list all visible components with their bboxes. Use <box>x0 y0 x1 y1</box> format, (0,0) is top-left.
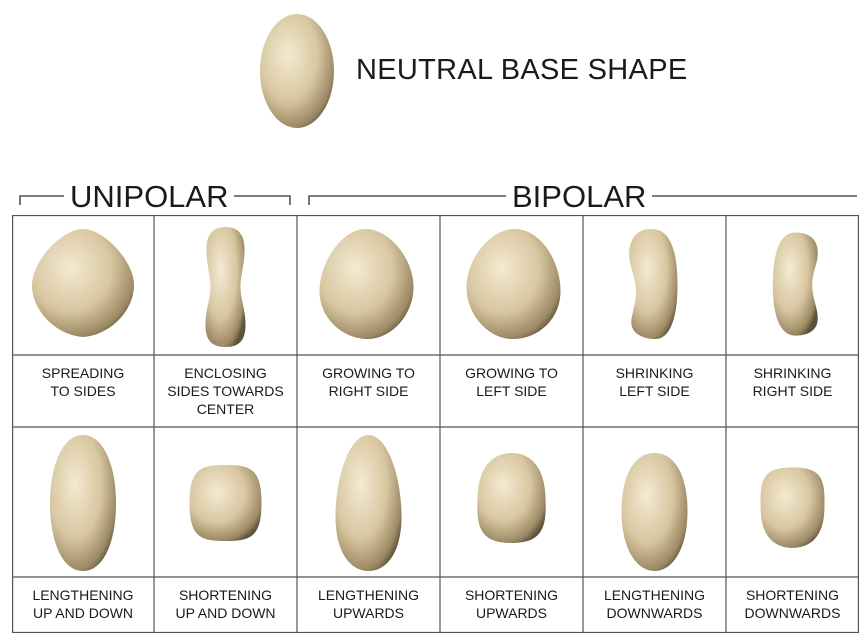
left-concave-blob-icon <box>583 215 726 355</box>
bipolar-heading: BIPOLAR <box>506 180 652 214</box>
caption-line: UP AND DOWN <box>12 604 154 622</box>
caption-line: RIGHT SIDE <box>726 382 859 400</box>
caption-line: SHORTENING <box>154 586 297 604</box>
diamond-blob-icon <box>12 215 154 355</box>
caption-line: UPWARDS <box>440 604 583 622</box>
unipolar-heading: UNIPOLAR <box>64 180 234 214</box>
caption-line: UP AND DOWN <box>154 604 297 622</box>
caption-line: DOWNWARDS <box>583 604 726 622</box>
caption-line: SHORTENING <box>726 586 859 604</box>
caption-line: LENGTHENING <box>297 586 440 604</box>
caption-line: ENCLOSING <box>154 364 297 382</box>
right-concave-blob-icon <box>726 215 859 355</box>
flat-bottom-blob-icon <box>726 427 859 577</box>
caption-line: SHRINKING <box>583 364 726 382</box>
tall-oval-icon <box>12 427 154 577</box>
caption-line: LENGTHENING <box>583 586 726 604</box>
caption-line: GROWING TO <box>297 364 440 382</box>
caption-line: DOWNWARDS <box>726 604 859 622</box>
right-bulge-blob-icon <box>297 215 440 355</box>
left-bulge-blob-icon <box>440 215 583 355</box>
caption-line: CENTER <box>154 400 297 418</box>
caption-line: RIGHT SIDE <box>297 382 440 400</box>
caption-line: LENGTHENING <box>12 586 154 604</box>
caption-line: TO SIDES <box>12 382 154 400</box>
neutral-egg-icon <box>255 10 339 132</box>
caption-line: LEFT SIDE <box>440 382 583 400</box>
egg-down-icon <box>583 427 726 577</box>
flat-top-blob-icon <box>440 427 583 577</box>
neutral-base-shape-label: NEUTRAL BASE SHAPE <box>356 54 687 87</box>
caption-line: LEFT SIDE <box>583 382 726 400</box>
caption-line: SHORTENING <box>440 586 583 604</box>
caption-line: SIDES TOWARDS <box>154 382 297 400</box>
squat-square-blob-icon <box>154 427 297 577</box>
caption-line: UPWARDS <box>297 604 440 622</box>
egg-up-icon <box>297 427 440 577</box>
caption-line: SPREADING <box>12 364 154 382</box>
caption-line: SHRINKING <box>726 364 859 382</box>
waisted-capsule-icon <box>154 215 297 355</box>
caption-line: GROWING TO <box>440 364 583 382</box>
